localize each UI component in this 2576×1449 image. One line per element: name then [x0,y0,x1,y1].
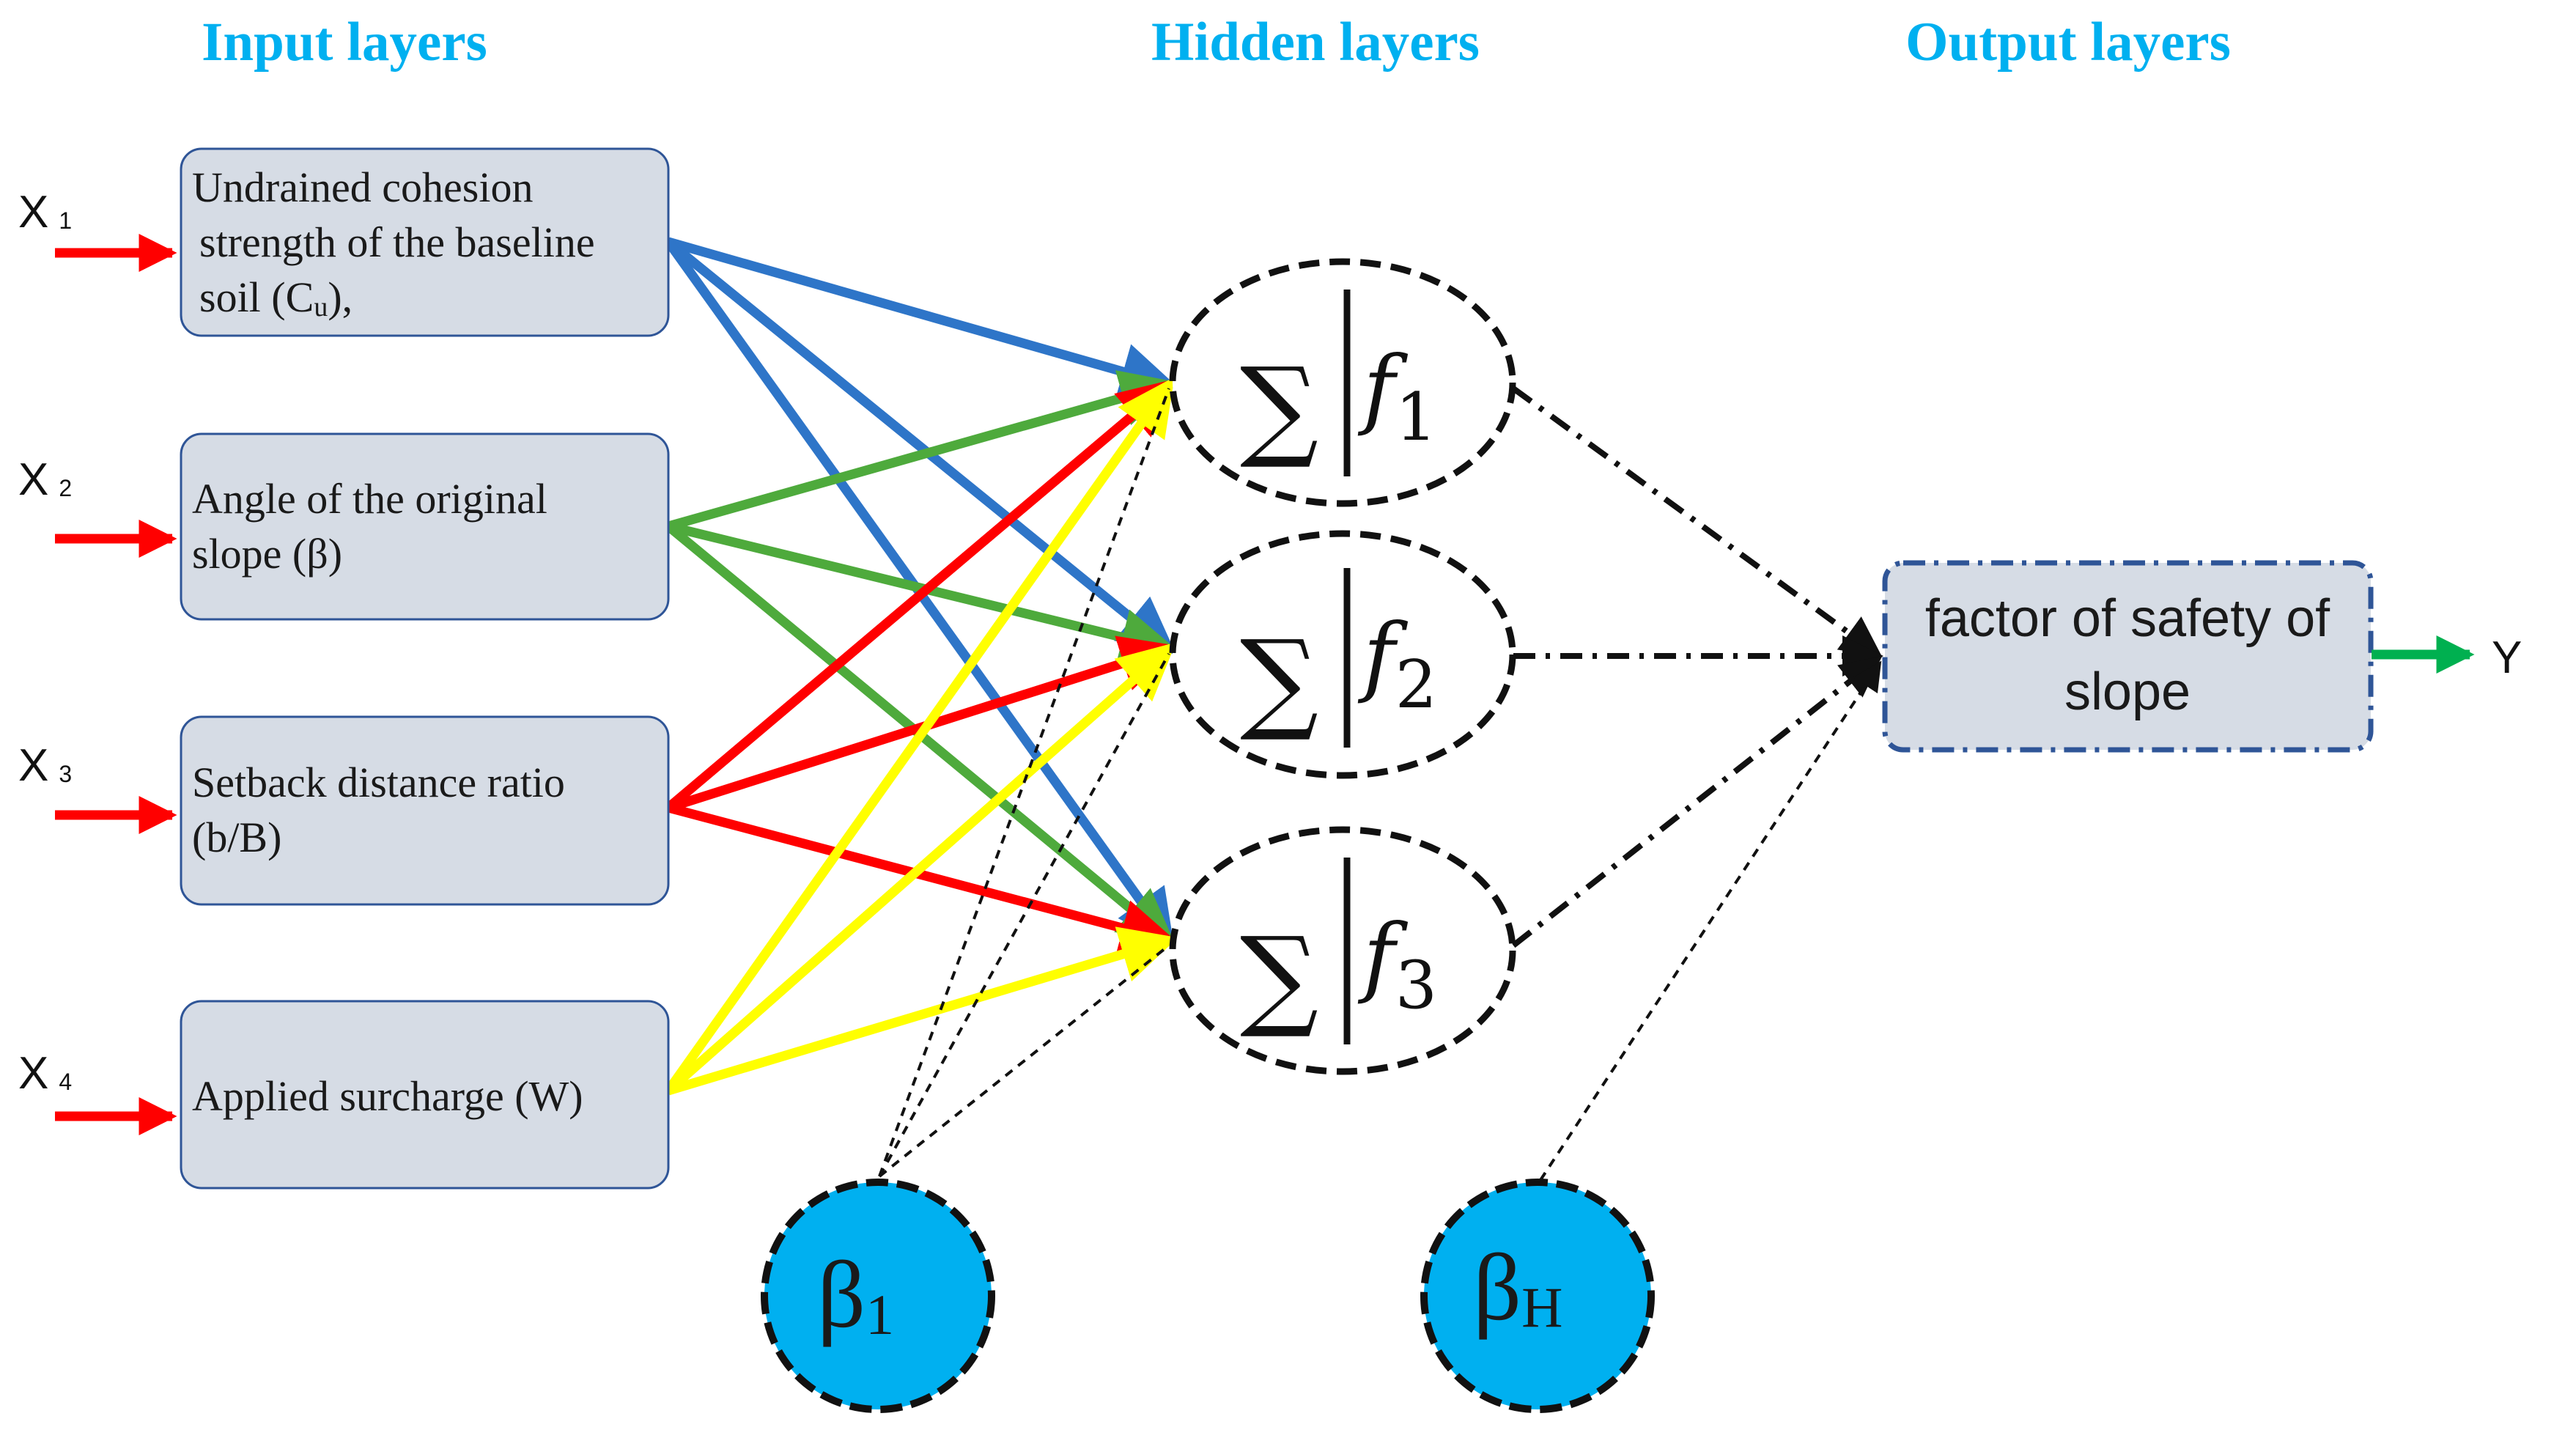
output-layers-heading: Output layers [1905,12,2231,73]
bias-symbol: β1 [817,1242,894,1348]
input-box-line: (b/B) [192,814,281,861]
input-box-line: Undrained cohesion [192,163,533,211]
bias-symbol: βH [1473,1235,1563,1341]
input-box-4: Applied surcharge (W) [180,1000,670,1190]
input-box-line: soil (Cu), [199,273,353,322]
bias-node-betaH: βH [1420,1179,1655,1413]
edge-x2-h1 [667,370,1178,531]
edge-b1-h1 [878,388,1170,1177]
sum-symbol: ∑ [1240,914,1318,1041]
edge-x4-h1 [664,377,1175,1094]
edge-b1-h2 [878,653,1170,1177]
hidden-layers-heading: Hidden layers [1151,12,1480,73]
input-box-line: Angle of the original [192,475,547,523]
output-line: factor of safety of [1925,589,2330,648]
bias-node-beta1: β1 [761,1179,995,1413]
input-box-3: Setback distance ratio (b/B) [180,715,670,906]
input-box-line: Applied surcharge (W) [192,1072,583,1120]
edge-h3-out [1511,656,1883,948]
edge-h1-out [1511,386,1883,657]
edge-x2-h2 [667,521,1178,665]
output-label: Y [2492,633,2522,683]
edge-x1-h2 [665,237,1177,655]
hidden-node-1: ∑ f1 [1169,258,1516,507]
activation-function: f2 [1357,605,1437,723]
input-box-2: Angle of the original slope (β) [180,432,670,621]
output-box: factor of safety of slope [1882,560,2374,753]
hidden-node-3: ∑ f3 [1169,826,1516,1075]
output-line: slope [2064,663,2191,721]
input-box-line: slope (β) [192,530,342,578]
input-layers-heading: Input layers [202,12,487,73]
edge-b1-h3 [878,944,1170,1178]
input-box-line: Setback distance ratio [192,759,565,806]
input-box-line: strength of the baseline [199,218,595,266]
edge-x4-h2 [665,642,1176,1094]
edge-x1-h1 [667,237,1178,399]
edge-x3-h1 [665,378,1176,811]
hidden-node-2: ∑ f2 [1169,530,1516,779]
connections [664,237,1883,1181]
edge-x4-h3 [667,926,1178,1096]
sum-symbol: ∑ [1240,344,1318,472]
edge-x3-h2 [667,635,1178,813]
sum-symbol: ∑ [1240,617,1318,745]
input-box-1: Undrained cohesion strength of the basel… [180,147,670,337]
edge-bH-out [1539,660,1882,1181]
